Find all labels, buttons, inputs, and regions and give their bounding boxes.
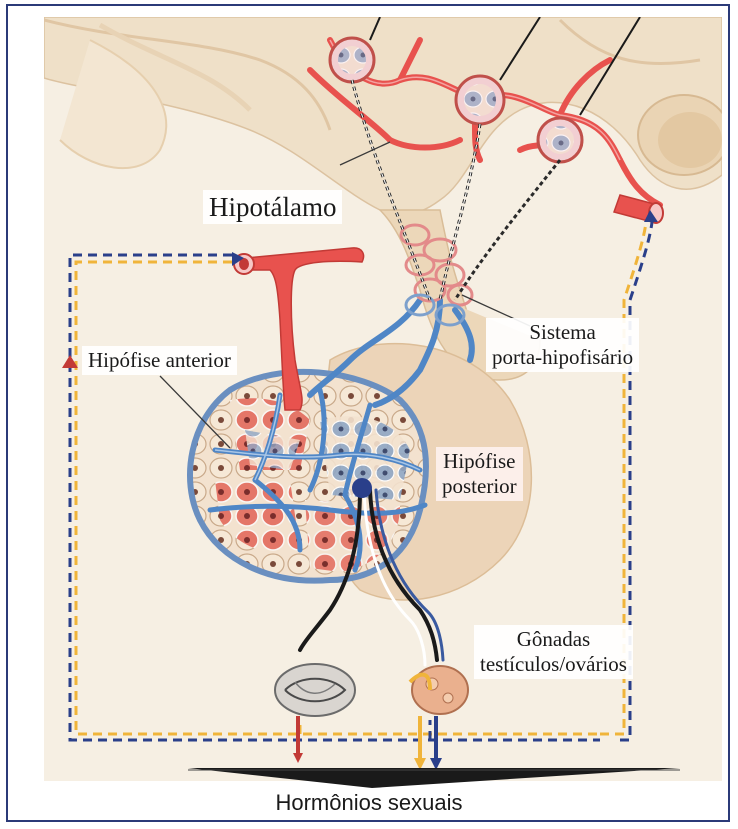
label-hipofise-posterior-line1: Hipófise [442,449,517,474]
label-hipotalamo: Hipotálamo [203,190,342,224]
label-gonadas-line2: testículos/ovários [480,652,627,677]
label-gonadas: Gônadas testículos/ovários [474,625,633,679]
label-sistema-line1: Sistema [492,320,633,345]
label-hipofise-posterior-line2: posterior [442,474,517,499]
label-hipofise-anterior: Hipófise anterior [82,346,237,375]
label-hipofise-posterior: Hipófise posterior [436,447,523,501]
label-sistema-porta: Sistema porta-hipofisário [486,318,639,372]
label-hormonios-sexuais: Hormônios sexuais [0,790,738,816]
label-gonadas-line1: Gônadas [480,627,627,652]
label-sistema-line2: porta-hipofisário [492,345,633,370]
ovary-illustration [410,666,468,714]
testis-illustration [275,664,355,716]
output-arrow [188,768,680,788]
